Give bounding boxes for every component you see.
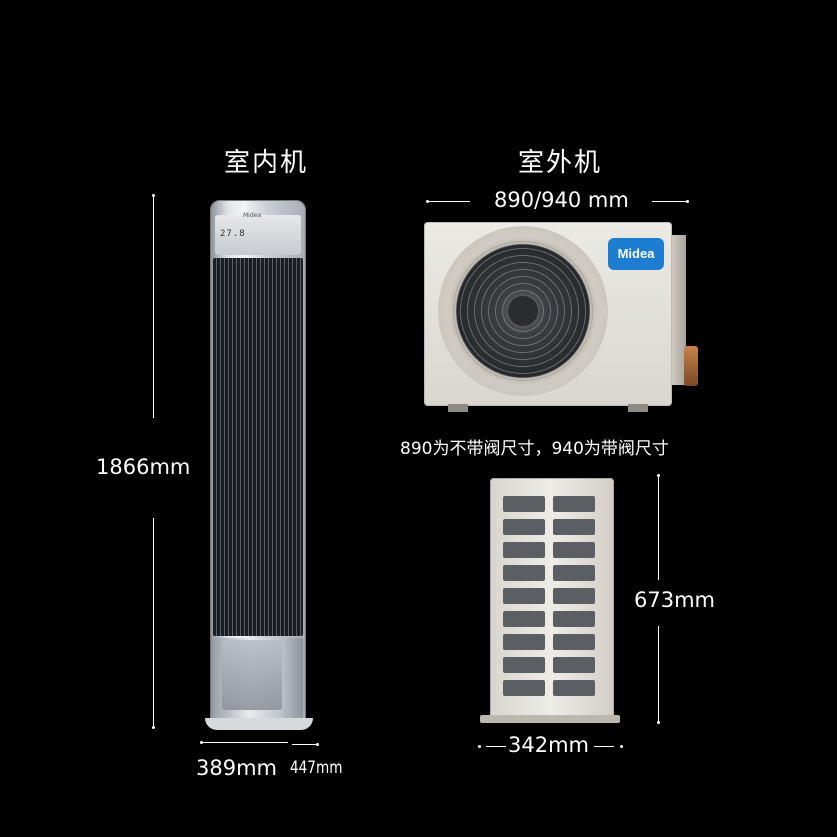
grille-slot xyxy=(503,657,545,673)
indoor-width-label: 389mm xyxy=(196,756,277,780)
indoor-brand-logo: Midea xyxy=(243,212,262,219)
grille-slot xyxy=(553,680,595,696)
grille-slot xyxy=(503,611,545,627)
grille-slot xyxy=(503,634,545,650)
brand-logo: Midea xyxy=(608,238,664,270)
grille-slot xyxy=(503,519,545,535)
indoor-display: 27.8 xyxy=(220,229,246,239)
grille-slot xyxy=(503,680,545,696)
grille-slot xyxy=(553,565,595,581)
outdoor-width-label: 890/940 mm xyxy=(494,188,629,212)
grille-slot xyxy=(553,542,595,558)
grille-slot xyxy=(503,588,545,604)
grille-slot xyxy=(503,565,545,581)
grille-slot xyxy=(503,496,545,512)
outdoor-width-note: 890为不带阀尺寸，940为带阀尺寸 xyxy=(400,439,669,459)
grille-slot xyxy=(553,588,595,604)
indoor-height-label: 1866mm xyxy=(96,455,191,479)
grille-slot xyxy=(553,611,595,627)
outdoor-unit-title: 室外机 xyxy=(518,148,603,178)
grille-slot xyxy=(553,657,595,673)
outdoor-depth-label: 342mm xyxy=(508,733,589,757)
grille-slot xyxy=(503,542,545,558)
grille-slot xyxy=(553,496,595,512)
indoor-depth-label: 447mm xyxy=(290,758,343,778)
grille-slot xyxy=(553,519,595,535)
outdoor-height-label: 673mm xyxy=(634,588,715,612)
grille-slot xyxy=(553,634,595,650)
indoor-unit-title: 室内机 xyxy=(224,148,309,178)
